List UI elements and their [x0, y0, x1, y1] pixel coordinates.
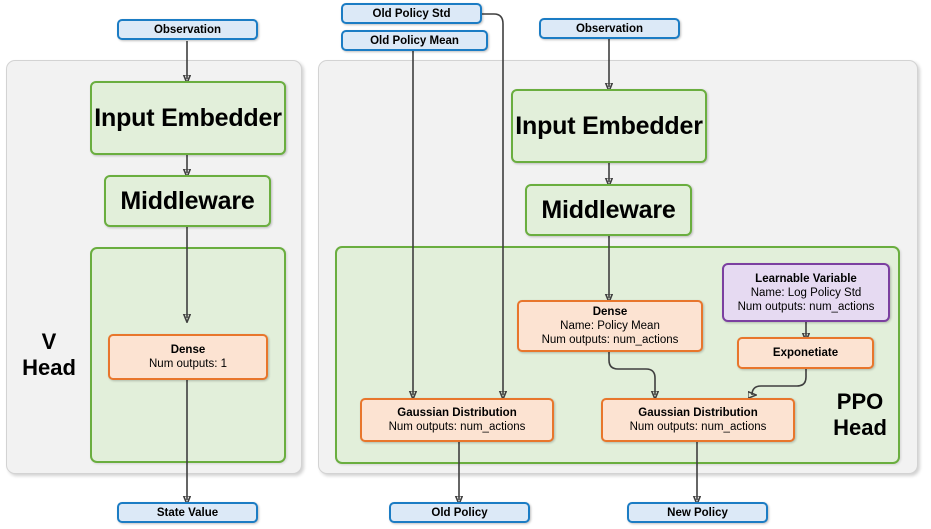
- v-head-input-embedder-label: Input Embedder: [94, 103, 282, 132]
- dense-policy-mean-node[interactable]: Dense Name: Policy Mean Num outputs: num…: [517, 300, 703, 352]
- v-head-dense-node[interactable]: Dense Num outputs: 1: [108, 334, 268, 380]
- v-head-input-embedder-node[interactable]: Input Embedder: [90, 81, 286, 155]
- old-policy-output-label: Old Policy: [431, 506, 488, 519]
- v-head-middleware-label: Middleware: [120, 186, 255, 215]
- gaussian-new-title: Gaussian Distribution: [638, 407, 758, 419]
- old-policy-std-node[interactable]: Old Policy Std: [341, 3, 482, 24]
- learnable-variable-title: Learnable Variable: [755, 272, 857, 285]
- v-head-middleware-node[interactable]: Middleware: [104, 175, 271, 227]
- old-policy-output-node[interactable]: Old Policy: [389, 502, 530, 523]
- old-policy-mean-node[interactable]: Old Policy Mean: [341, 30, 488, 51]
- gaussian-old-title: Gaussian Distribution: [397, 407, 517, 419]
- v-head-label-line2: Head: [22, 355, 76, 380]
- ppo-head-observation-label: Observation: [575, 22, 644, 35]
- gaussian-new-num-outputs: Num outputs: num_actions: [629, 421, 767, 433]
- learnable-variable-node[interactable]: Learnable Variable Name: Log Policy Std …: [722, 263, 890, 322]
- v-head-observation-label: Observation: [153, 23, 222, 36]
- learnable-variable-name: Name: Log Policy Std: [750, 286, 862, 299]
- ppo-head-middleware-node[interactable]: Middleware: [525, 184, 692, 236]
- v-head-dense-num-outputs: Num outputs: 1: [149, 358, 227, 370]
- gaussian-old-num-outputs: Num outputs: num_actions: [388, 421, 526, 433]
- old-policy-std-label: Old Policy Std: [372, 7, 451, 20]
- dense-policy-mean-name: Name: Policy Mean: [560, 320, 660, 332]
- ppo-head-input-embedder-label: Input Embedder: [515, 111, 703, 140]
- dense-policy-mean-num-outputs: Num outputs: num_actions: [541, 334, 679, 346]
- v-head-dense-title: Dense: [170, 344, 206, 356]
- old-policy-mean-label: Old Policy Mean: [370, 34, 459, 47]
- exponetiate-node[interactable]: Exponetiate: [737, 337, 874, 369]
- ppo-head-observation-node[interactable]: Observation: [539, 18, 680, 39]
- v-head-label: V Head: [12, 329, 86, 381]
- ppo-head-label-line1: PPO: [836, 389, 884, 414]
- v-head-observation-node[interactable]: Observation: [117, 19, 258, 40]
- new-policy-output-node[interactable]: New Policy: [627, 502, 768, 523]
- ppo-head-input-embedder-node[interactable]: Input Embedder: [511, 89, 707, 163]
- ppo-head-label-line2: Head: [833, 415, 887, 440]
- gaussian-distribution-new-node[interactable]: Gaussian Distribution Num outputs: num_a…: [601, 398, 795, 442]
- ppo-head-label: PPO Head: [815, 389, 905, 441]
- v-head-state-value-node[interactable]: State Value: [117, 502, 258, 523]
- v-head-label-line1: V: [41, 329, 57, 354]
- gaussian-distribution-old-node[interactable]: Gaussian Distribution Num outputs: num_a…: [360, 398, 554, 442]
- learnable-variable-num-outputs: Num outputs: num_actions: [737, 300, 875, 313]
- new-policy-output-label: New Policy: [667, 506, 728, 519]
- dense-policy-mean-title: Dense: [592, 306, 628, 318]
- ppo-head-middleware-label: Middleware: [541, 195, 676, 224]
- v-head-state-value-label: State Value: [156, 506, 219, 519]
- exponetiate-label: Exponetiate: [772, 347, 839, 359]
